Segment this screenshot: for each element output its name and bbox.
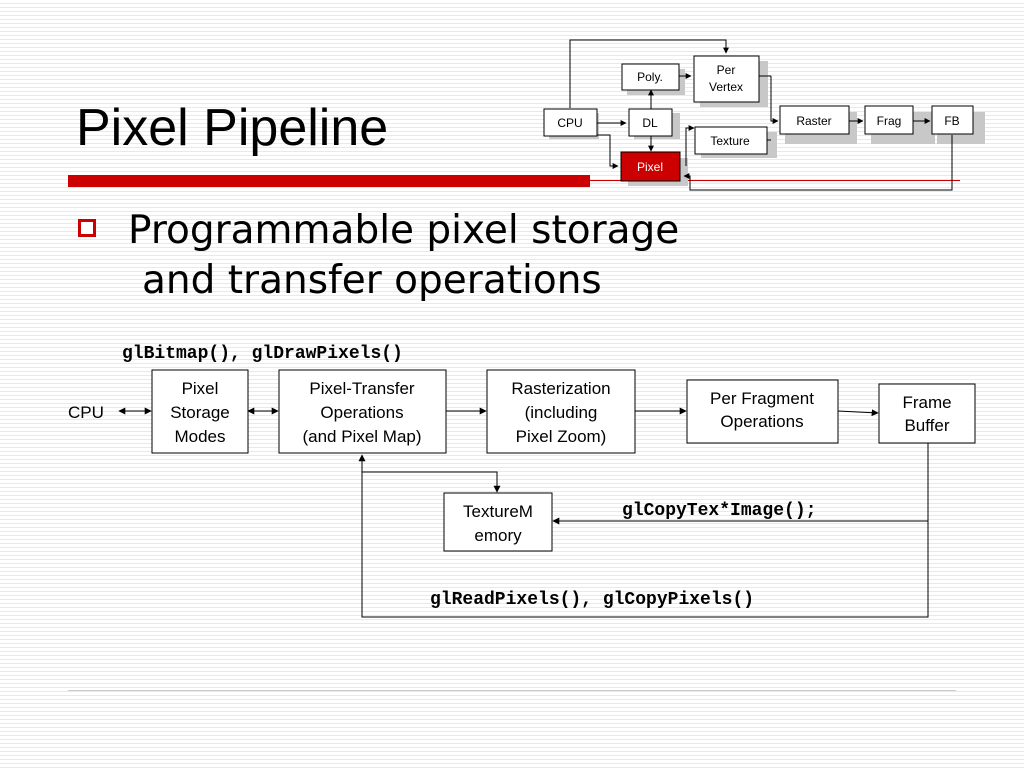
- api-draw-label: glBitmap(), glDrawPixels(): [122, 344, 403, 364]
- pixel-pipeline-diagram: glBitmap(), glDrawPixels() CPU Pixel Sto…: [68, 344, 976, 618]
- bullet-text: Programmable pixel storage and transfer …: [128, 206, 679, 306]
- rasterization-box: Rasterization (including Pixel Zoom): [486, 369, 636, 454]
- mini-texture-box: Texture: [694, 126, 768, 155]
- transfer-ops-line-2: Operations: [320, 403, 403, 422]
- mini-cpu-label: CPU: [557, 116, 582, 130]
- per-fragment-operations-box: Per Fragment Operations: [686, 379, 839, 444]
- main-connectors: [118, 407, 929, 618]
- transfer-ops-line-3: (and Pixel Map): [302, 427, 421, 446]
- mini-poly-box: Poly.: [621, 63, 680, 91]
- frame-buffer-box: Frame Buffer: [878, 383, 976, 444]
- mini-raster-box: Raster: [779, 105, 850, 135]
- mini-pipeline: CPU Poly. Per Vertex DL Texture Pixel Ra…: [543, 39, 985, 191]
- mini-fb-label: FB: [944, 114, 959, 128]
- mini-pixel-label: Pixel: [637, 160, 663, 174]
- frame-buffer-line-2: Buffer: [904, 416, 949, 435]
- storage-modes-line-1: Pixel: [182, 379, 219, 398]
- footer-divider: [68, 690, 956, 691]
- slide-title: Pixel Pipeline: [76, 99, 389, 157]
- texture-memory-box: TextureM emory: [443, 492, 553, 552]
- title-underline-bar: [68, 175, 590, 187]
- api-copytex-label: glCopyTex*Image();: [622, 501, 816, 521]
- mini-per-vertex-label-2: Vertex: [709, 80, 743, 94]
- mini-pixel-box: Pixel: [620, 151, 681, 182]
- mini-per-vertex-label-1: Per: [717, 63, 736, 77]
- mini-fb-box: FB: [931, 105, 974, 135]
- per-fragment-line-2: Operations: [720, 412, 803, 431]
- pixel-storage-modes-box: Pixel Storage Modes: [151, 369, 249, 454]
- transfer-ops-line-1: Pixel-Transfer: [309, 379, 415, 398]
- title-underline-thin: [590, 180, 960, 181]
- mini-poly-label: Poly.: [637, 70, 663, 84]
- main-cpu-label: CPU: [68, 403, 104, 422]
- frame-buffer-line-1: Frame: [902, 393, 951, 412]
- texture-memory-line-2: emory: [474, 526, 522, 545]
- storage-modes-line-3: Modes: [174, 427, 225, 446]
- mini-raster-label: Raster: [796, 114, 831, 128]
- bullet-square-icon: [78, 219, 96, 237]
- rasterization-line-1: Rasterization: [511, 379, 610, 398]
- mini-frag-label: Frag: [877, 114, 902, 128]
- rasterization-line-3: Pixel Zoom): [516, 427, 607, 446]
- mini-per-vertex-box: Per Vertex: [693, 55, 760, 103]
- per-fragment-line-1: Per Fragment: [710, 389, 814, 408]
- bullet-line-2: and transfer operations: [142, 258, 602, 303]
- mini-dl-label: DL: [642, 116, 658, 130]
- mini-texture-label: Texture: [710, 134, 750, 148]
- storage-modes-line-2: Storage: [170, 403, 230, 422]
- mini-connectors: [569, 39, 953, 191]
- mini-dl-box: DL: [628, 108, 673, 137]
- bullet-line-1: Programmable pixel storage: [128, 208, 680, 253]
- texture-memory-line-1: TextureM: [463, 502, 533, 521]
- api-read-label: glReadPixels(), glCopyPixels(): [430, 590, 754, 610]
- mini-frag-box: Frag: [864, 105, 914, 135]
- mini-cpu-box: CPU: [543, 108, 598, 137]
- rasterization-line-2: (including: [525, 403, 598, 422]
- pixel-transfer-operations-box: Pixel-Transfer Operations (and Pixel Map…: [278, 369, 447, 454]
